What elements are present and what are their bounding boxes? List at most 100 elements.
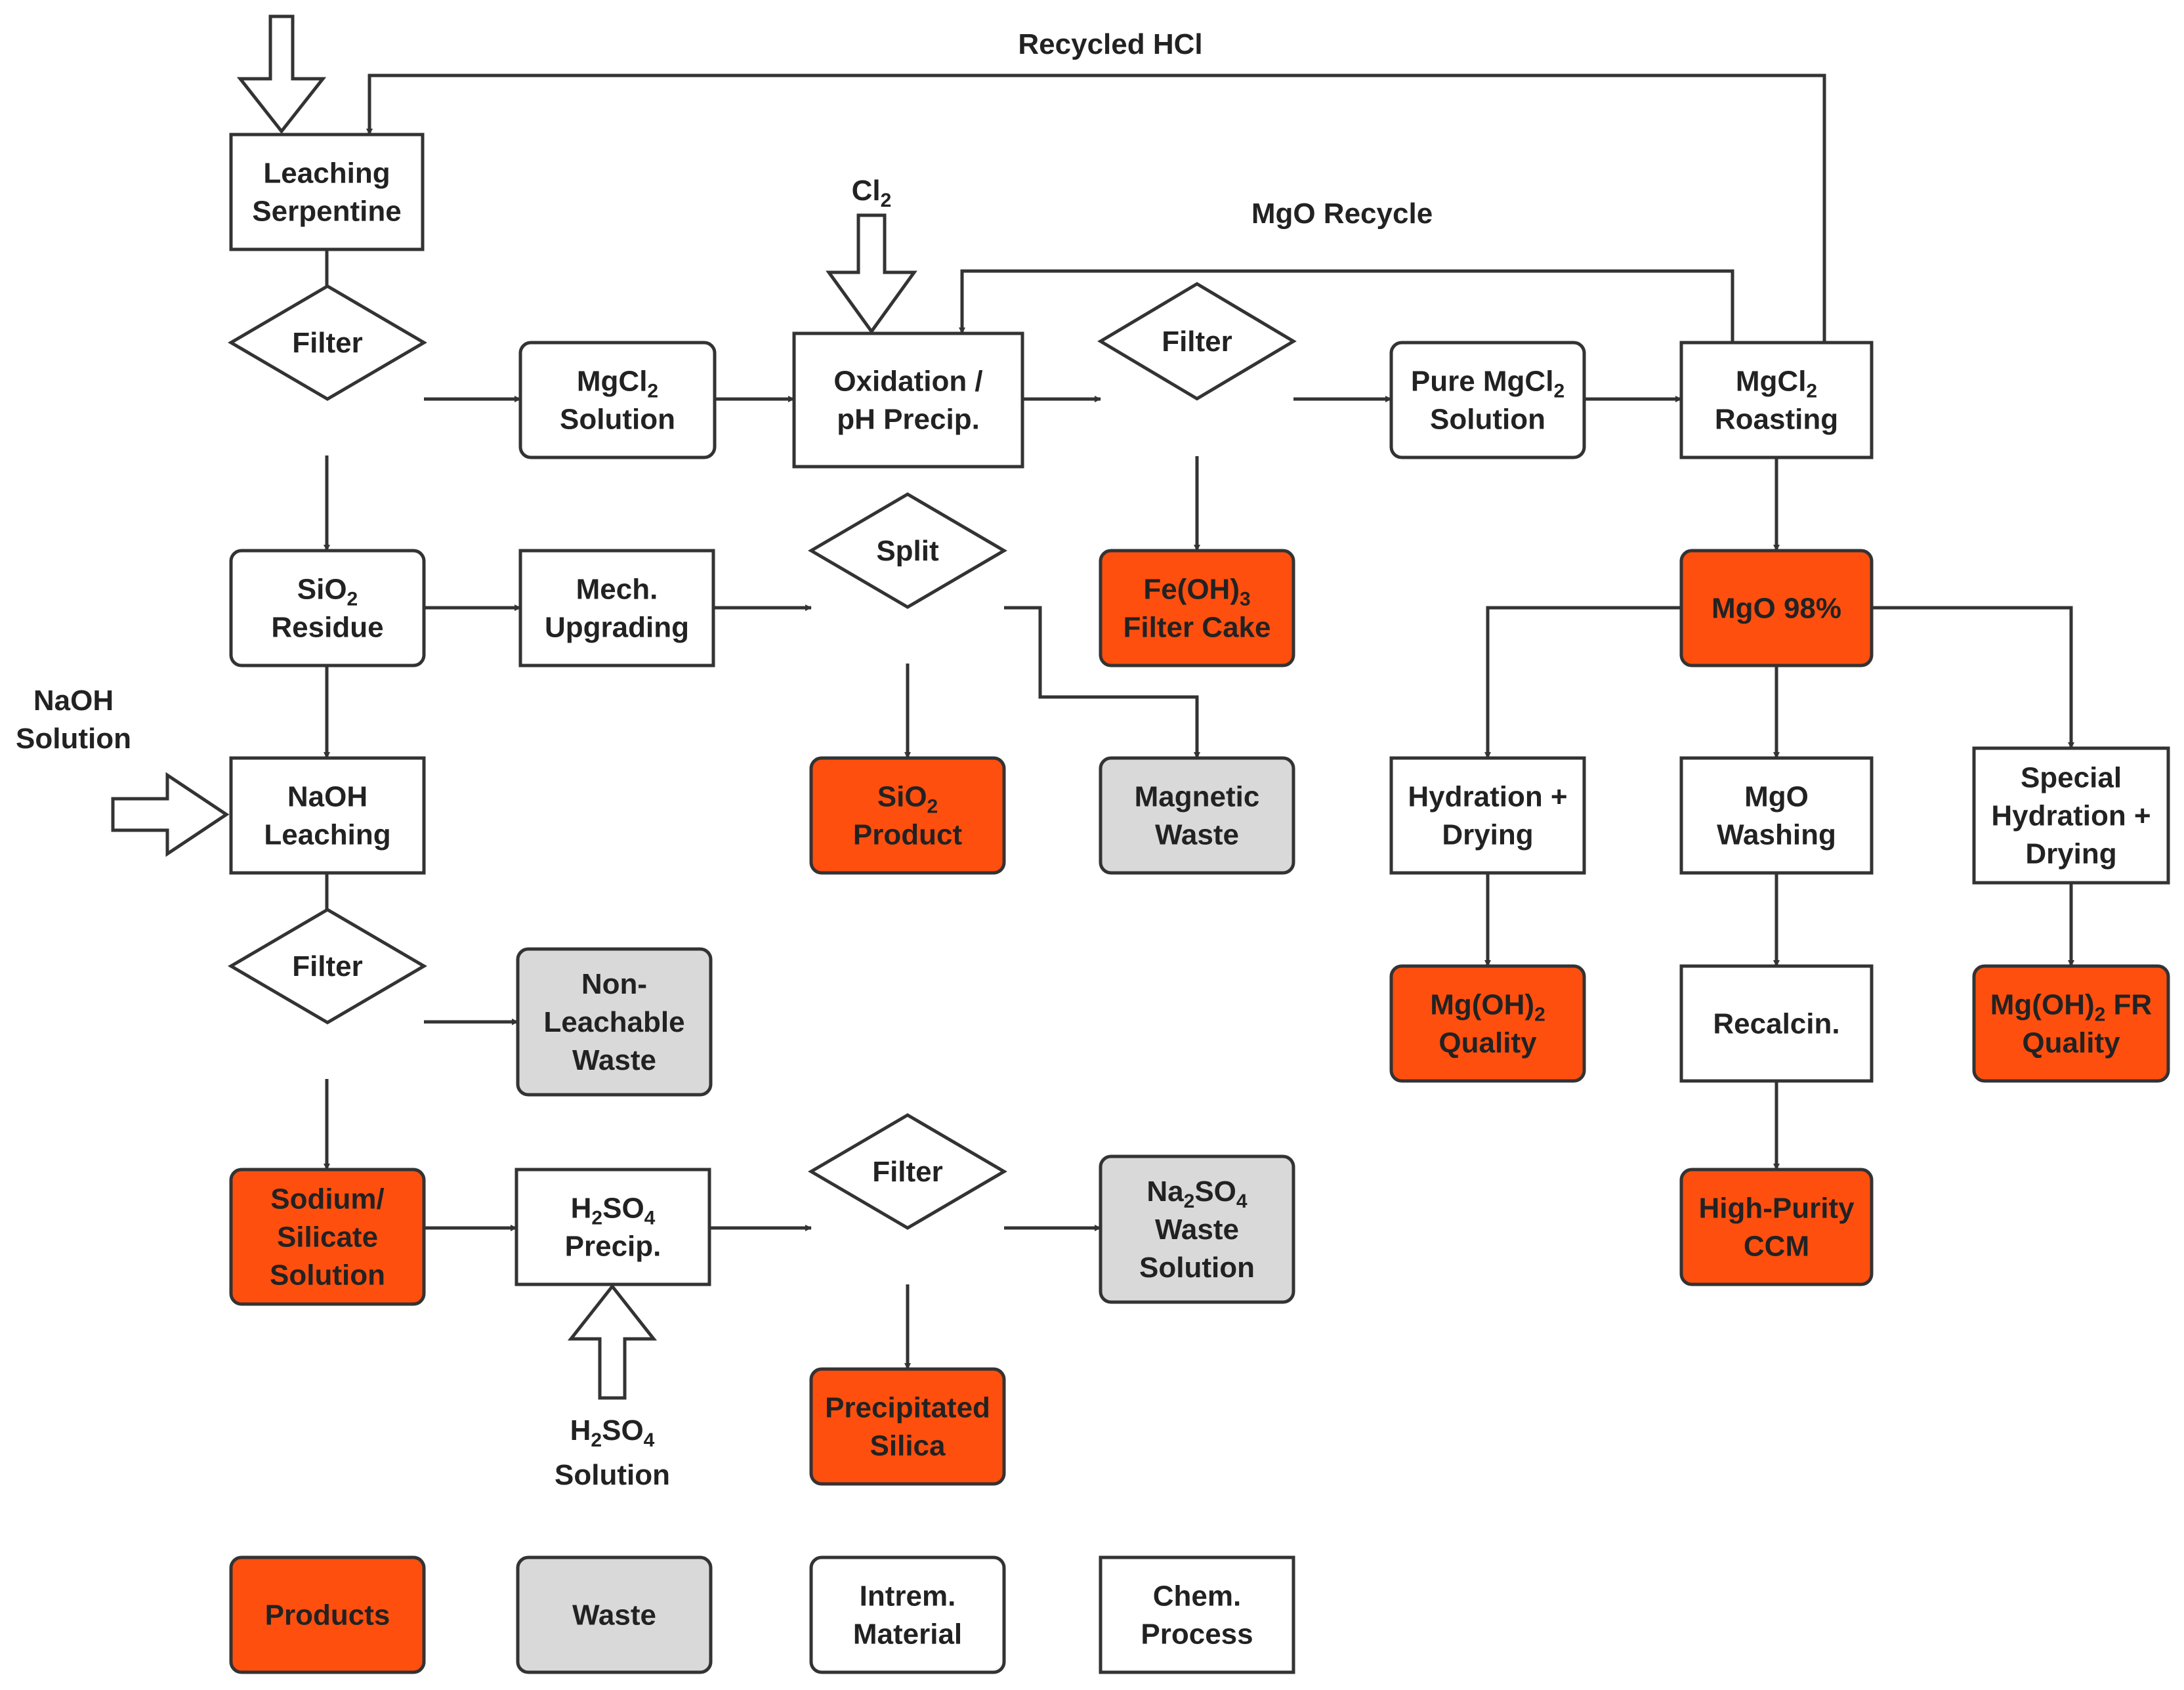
sio2-product-label-1: SiO2: [877, 781, 938, 818]
filter-3-shape: [228, 908, 427, 1025]
mech-upgrading-shape: [518, 549, 715, 667]
recalcin: Recalcin.: [1679, 964, 1874, 1083]
sio2-product-shape: [809, 756, 1006, 875]
non-leachable-waste-shape: [516, 947, 713, 1097]
split: Split: [808, 492, 1007, 609]
conn-mgo-hydration: [1484, 606, 1681, 759]
filter-1: Filter: [228, 284, 427, 401]
pure-mgcl2-solution-label-2: Solution: [1430, 404, 1545, 436]
mgo-98-shape: [1679, 549, 1874, 667]
na2so4-waste-solution-label-2: Waste: [1155, 1214, 1239, 1246]
conn-mgo-recycle: [959, 269, 1734, 343]
mgoh2-fr-quality-label-2: Quality: [2022, 1027, 2120, 1059]
legend-products: Products: [229, 1555, 426, 1674]
sodium-silicate-solution-shape: [229, 1168, 426, 1306]
legend-products-shape: [229, 1555, 426, 1674]
na2so4-waste-solution-shape: [1099, 1154, 1295, 1304]
filter-2-label-1: Filter: [1162, 326, 1232, 358]
hydration-drying: Hydration +Drying: [1389, 756, 1586, 875]
filter-3-label-1: Filter: [292, 950, 363, 982]
conn-split-magnetic: [1004, 606, 1200, 759]
cl2-input-arrow: [826, 213, 917, 335]
legend-intermediate: Intrem. Material: [809, 1555, 1006, 1674]
legend-products-label-1: Products: [265, 1599, 390, 1632]
leaching-serpentine-label-1: Leaching: [263, 158, 390, 190]
naoh-leaching-shape: [229, 756, 426, 875]
naoh-input-arrow: [111, 772, 230, 857]
legend: Products Waste Intrem. Material Chem.Process: [229, 1555, 1295, 1674]
legend-waste-shape: [516, 1555, 713, 1674]
input-arrows: [111, 14, 917, 1400]
legend-process-label-1: Chem.: [1153, 1580, 1241, 1613]
recalcin-shape: [1679, 964, 1874, 1083]
split-label-1: Split: [876, 535, 939, 567]
special-hydration-drying-label-3: Drying: [2025, 838, 2116, 870]
magnetic-waste-label-2: Waste: [1155, 819, 1239, 851]
magnetic-waste-shape: [1099, 756, 1295, 875]
split-shape: [808, 492, 1007, 609]
mgoh2-quality-label-2: Quality: [1438, 1027, 1537, 1059]
filter-4-label-1: Filter: [872, 1156, 943, 1188]
conn-recycled-hcl: [366, 74, 1826, 343]
mgcl2-solution-label-2: Solution: [560, 404, 675, 436]
h2so4-input-arrow: [567, 1283, 658, 1400]
sio2-residue-label-2: Residue: [271, 612, 383, 644]
filter-4: Filter: [808, 1113, 1007, 1230]
legend-process: Chem.Process: [1099, 1555, 1295, 1674]
mgoh2-fr-quality-label-1: Mg(OH)2 FR: [1990, 989, 2152, 1026]
mgcl2-roasting-label-2: Roasting: [1715, 404, 1838, 436]
pure-mgcl2-solution-shape: [1389, 341, 1586, 459]
mgcl2-roasting-shape: [1679, 341, 1874, 459]
legend-intermediate-label-1: Intrem.: [860, 1580, 956, 1613]
sio2-residue-shape: [229, 549, 426, 667]
mech-upgrading-label-1: Mech.: [576, 574, 658, 606]
h2so4-precip-label-2: Precip.: [565, 1231, 662, 1263]
non-leachable-waste-label-2: Leachable: [543, 1006, 684, 1038]
sio2-residue-label-1: SiO2: [297, 574, 358, 610]
legend-waste: Waste: [516, 1555, 713, 1674]
mgoh2-fr-quality-shape: [1972, 964, 2170, 1083]
mgoh2-quality-shape: [1389, 964, 1586, 1083]
mgo-recycle-label: MgO Recycle: [1251, 198, 1433, 230]
mgoh2-quality-label-1: Mg(OH)2: [1430, 989, 1545, 1026]
sodium-silicate-solution-label-1: Sodium/: [270, 1183, 385, 1215]
conn-mgo-special: [1872, 606, 2074, 749]
high-purity-ccm-label-1: High-Purity: [1698, 1193, 1855, 1225]
mgo-washing-shape: [1679, 756, 1874, 875]
mgcl2-roasting-label-1: MgCl2: [1736, 366, 1817, 402]
mgo-washing-label-1: MgO: [1744, 781, 1809, 813]
na2so4-waste-solution-label-1: Na2SO4: [1146, 1175, 1248, 1212]
mech-upgrading: Mech. Upgrading: [518, 549, 715, 667]
mgcl2-solution-label-1: MgCl2: [577, 366, 658, 402]
naoh-leaching-label-2: Leaching: [264, 819, 390, 851]
naoh-leaching-label-1: NaOH: [287, 781, 368, 813]
high-purity-ccm-label-2: CCM: [1744, 1231, 1809, 1263]
legend-intermediate-shape: [809, 1555, 1006, 1674]
filter-4-shape: [808, 1113, 1007, 1230]
mgcl2-solution-shape: [518, 341, 717, 459]
mech-upgrading-label-2: Upgrading: [545, 612, 689, 644]
filter-2: Filter: [1097, 282, 1297, 401]
naoh-leaching: NaOH Leaching: [229, 756, 426, 875]
cl2-label: Cl2: [852, 175, 892, 211]
magnetic-waste-label-1: Magnetic: [1135, 781, 1260, 813]
legend-intermediate-label-2: Material: [853, 1618, 962, 1651]
special-hydration-drying-shape: [1972, 746, 2170, 885]
flow-nodes: LeachingSerpentineFilterMgCl2SolutionOxi…: [228, 133, 2170, 1486]
sodium-silicate-solution-label-3: Solution: [270, 1259, 385, 1292]
